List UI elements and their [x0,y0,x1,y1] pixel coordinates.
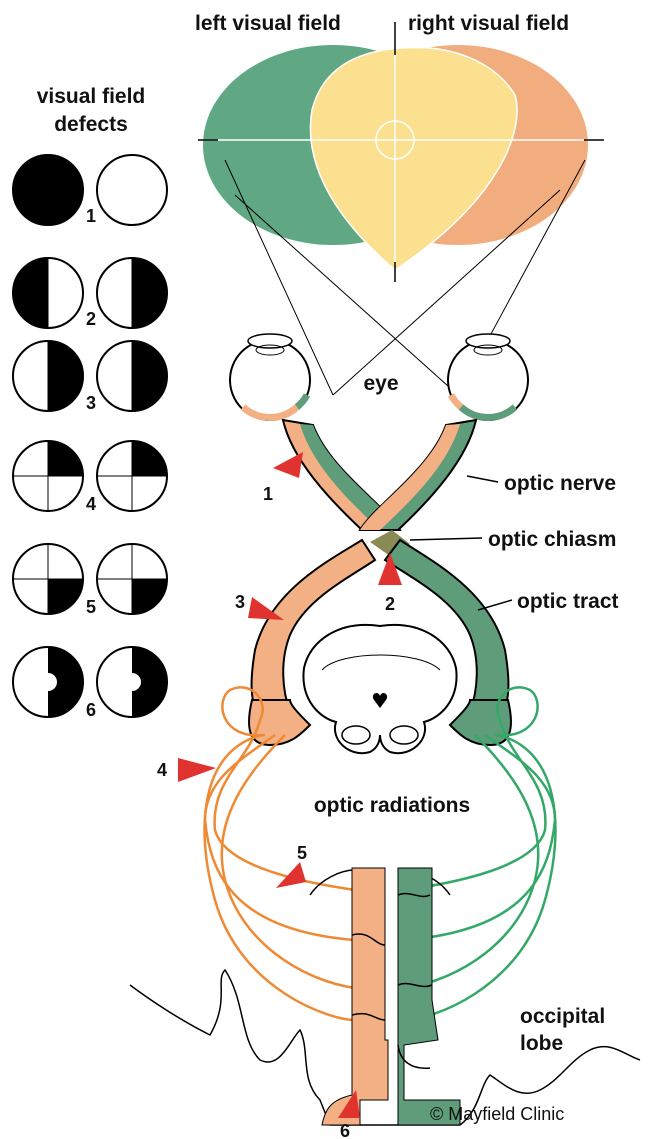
defect-number: 6 [86,700,96,720]
occipital-lobe-label-line2: lobe [520,1032,563,1055]
left-visual-cortex [322,868,388,1125]
defect-number: 4 [86,494,96,514]
defect-row-3: 3 [13,341,167,413]
defect-row-2: 2 [13,258,167,329]
lesion-number: 5 [297,843,307,863]
right-visual-field-label: right visual field [408,12,569,35]
defects-title-line2: defects [54,113,128,136]
optic-radiations-label: optic radiations [314,794,470,817]
lesion-number: 6 [340,1121,350,1139]
eye-label: eye [363,372,398,395]
right-eye [448,334,528,420]
lesion-marker-5: 5 [276,843,307,888]
defect-row-4: 4 [13,441,167,514]
optic-nerve-label: optic nerve [504,472,616,495]
lesion-number: 2 [385,594,395,614]
defect-number: 1 [86,206,96,226]
lesion-marker-4: 4 [157,758,216,782]
left-eye [230,334,310,420]
lesion-number: 1 [263,484,273,504]
lesion-number: 3 [235,592,245,612]
optic-chiasm-leader [410,538,482,540]
occipital-lobe [130,868,640,1125]
optic-chiasm-label: optic chiasm [488,528,616,551]
defect-row-5: 5 [13,544,167,617]
midbrain-cross-section [303,625,456,753]
occipital-lobe-label-line1: occipital [520,1005,605,1028]
left-visual-field-label: left visual field [195,12,341,35]
defect-number: 2 [86,309,96,329]
right-visual-cortex [398,868,460,1125]
lesion-marker-1: 1 [263,452,303,504]
defects-title-line1: visual field [37,85,146,108]
defect-row-6: 6 [13,647,167,720]
lesion-number: 4 [157,760,167,780]
defect-number: 3 [86,393,96,413]
optic-tract-label: optic tract [517,590,619,613]
defect-row-1: 1 [13,155,167,226]
defect-number: 5 [86,597,96,617]
copyright-notice: © Mayfield Clinic [430,1104,564,1124]
optic-nerve-leader [467,476,498,482]
